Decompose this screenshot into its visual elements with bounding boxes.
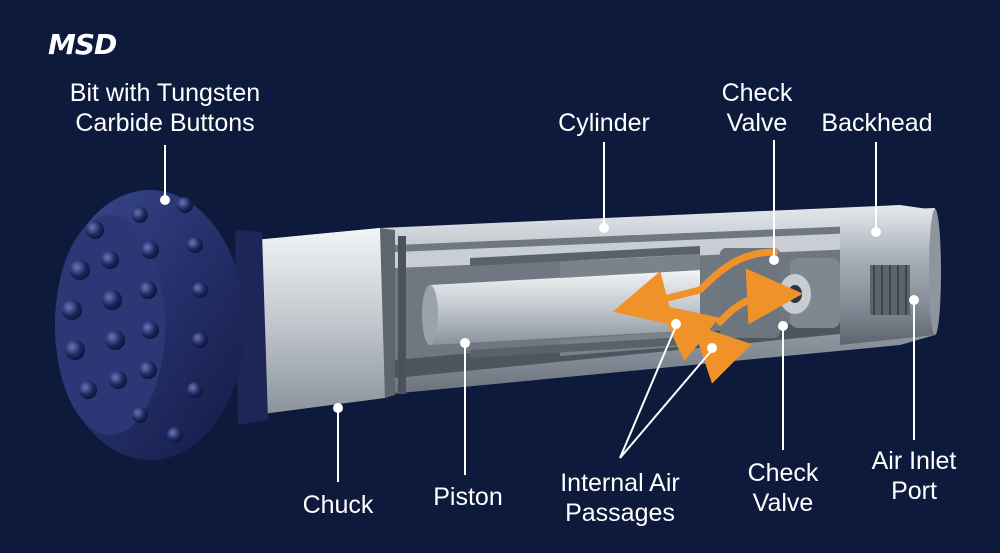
label-check-valve-bottom: Check Valve (742, 458, 824, 518)
label-air-inlet: Air Inlet Port (858, 446, 970, 506)
air-flow-arrows (612, 248, 803, 384)
label-air-passages-text: Internal Air Passages (560, 469, 680, 527)
label-check-valve-top-text: Check Valve (721, 79, 793, 137)
label-piston: Piston (433, 483, 503, 511)
label-chuck: Chuck (302, 491, 374, 519)
backhead (840, 208, 941, 345)
air-passages (470, 246, 700, 358)
chuck (255, 228, 406, 415)
msd-logo: MSD (48, 28, 117, 61)
label-bit-text: Bit with Tungsten Carbide Buttons (69, 79, 261, 137)
label-check-valve-top: Check Valve (716, 78, 798, 138)
label-check-valve-bottom-text: Check Valve (747, 459, 819, 517)
label-air-passages: Internal Air Passages (540, 468, 700, 528)
label-cylinder: Cylinder (558, 109, 650, 137)
label-backhead: Backhead (821, 109, 933, 137)
leader-lines (160, 140, 919, 482)
drill-bit (55, 190, 268, 460)
label-bit: Bit with Tungsten Carbide Buttons (60, 78, 270, 138)
label-air-inlet-text: Air Inlet Port (871, 447, 957, 505)
